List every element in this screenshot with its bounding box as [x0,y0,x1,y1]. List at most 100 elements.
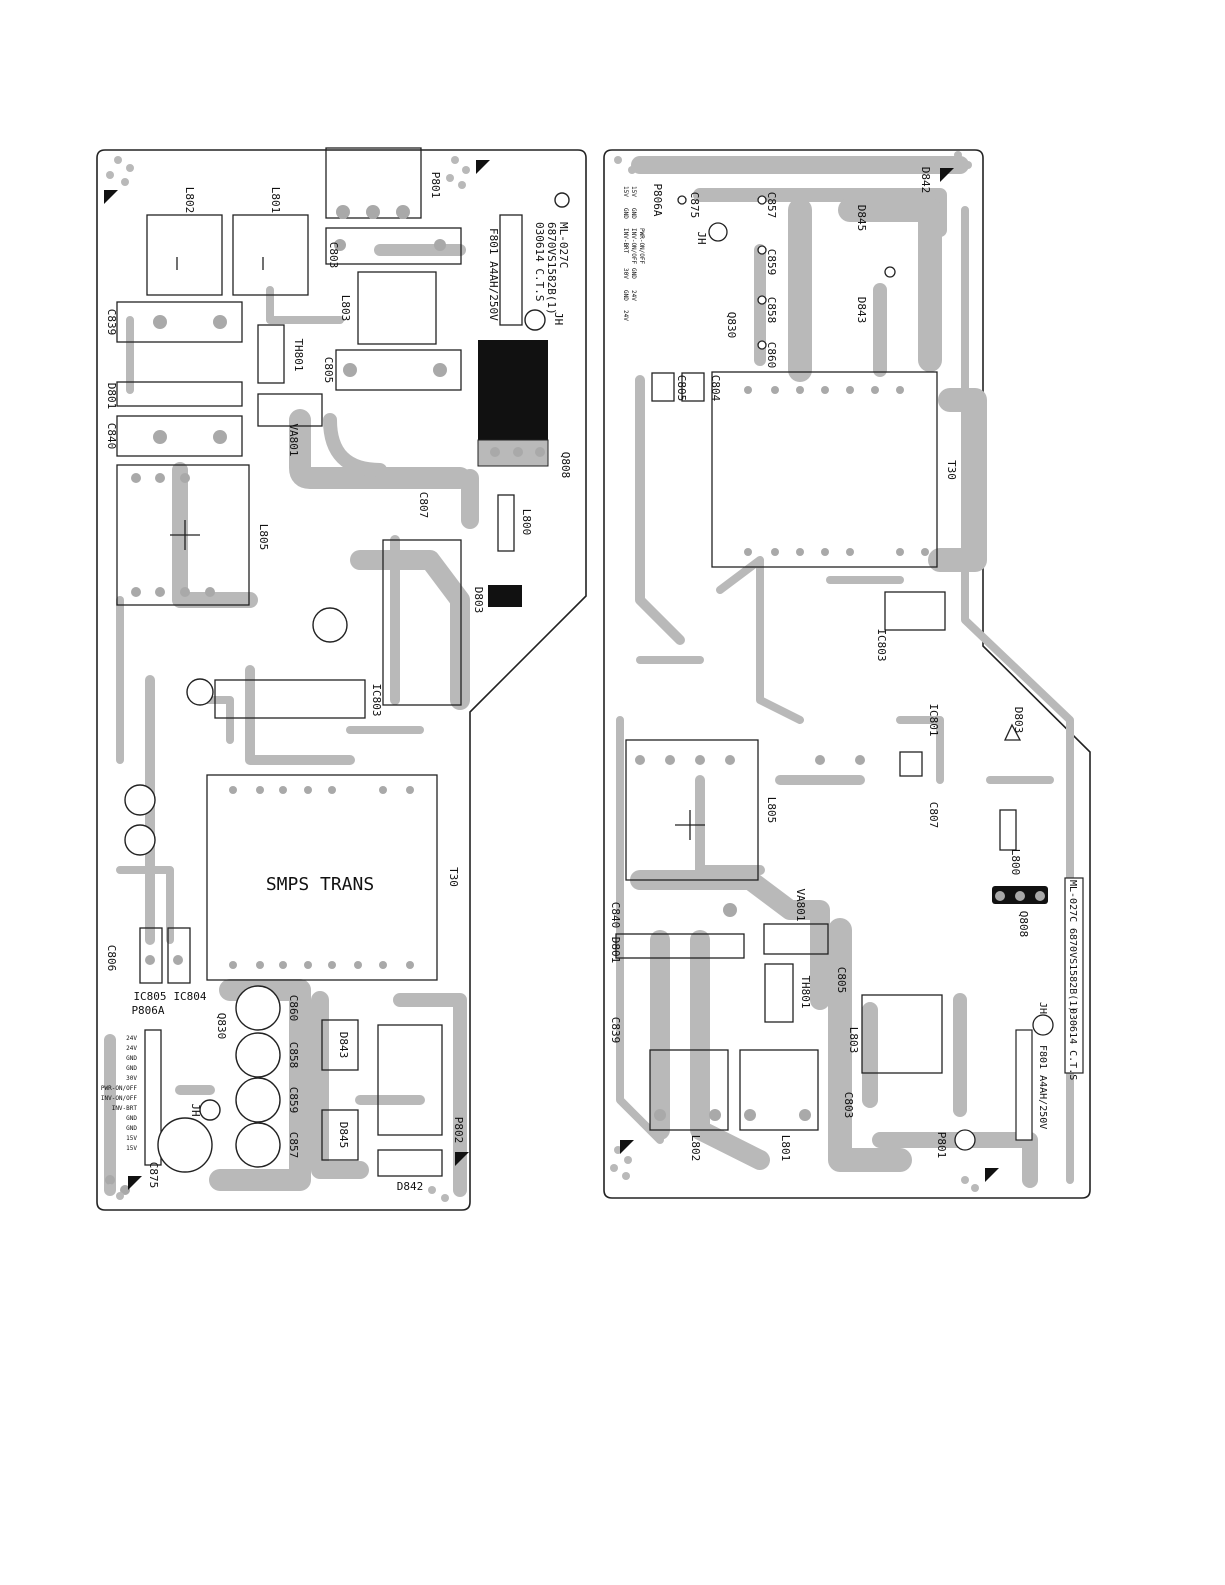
left-c807-outline [382,539,462,706]
pin-label: 15V [126,1145,137,1152]
right-label-c857: C857 [765,192,778,219]
right-mount-marks [620,168,999,1182]
pin-label: 15V [622,186,629,197]
left-label-d801: D801 [105,383,118,410]
pin-label: 15V [630,186,637,197]
left-label-c857: C857 [287,1132,300,1159]
right-label-t30: T30 [945,460,958,480]
left-c840-outline [116,415,243,457]
left-c859-cap [235,1077,281,1123]
left-c857-cap [235,1122,281,1168]
left-c860-cap [235,985,281,1031]
right-label-jh: JH [695,231,708,244]
right-label-c860: C860 [765,342,778,369]
pin-label: INV-ON/OFF [101,1095,138,1102]
left-labels: L802 L801 P801 C803 L803 C839 TH801 C805… [105,172,572,1193]
left-transformer-label: SMPS TRANS [266,874,374,895]
left-jh-label: JH [552,312,565,325]
left-c839-outline [116,301,243,343]
left-d801-outline [116,381,243,407]
right-va801-outline [763,923,829,955]
right-holes [677,195,1054,1151]
left-label-c875: C875 [147,1162,160,1189]
right-label-c804: C804 [709,375,722,402]
right-label-va801: VA801 [794,888,807,921]
left-va801-outline [257,393,323,427]
left-label-th801: TH801 [292,338,305,371]
left-d845-outline [321,1109,359,1161]
left-l800-outline [497,494,515,552]
right-label-l802: L802 [689,1135,702,1162]
left-date-code: 030614 C.T.S [533,222,546,301]
pin-label: 24V [622,310,629,321]
left-label-d843: D843 [337,1032,350,1059]
right-jh-hole-2 [1032,1014,1054,1036]
right-label-d803: D803 [1012,707,1025,734]
pin-label: INV-BRT [622,228,629,254]
left-d842-outline [377,1149,443,1177]
left-label-q830: Q830 [215,1013,228,1040]
right-label-q808: Q808 [1017,911,1030,938]
pin-label: 24V [630,290,637,301]
right-fiducials [610,151,979,1192]
left-label-c859: C859 [287,1087,300,1114]
left-label-p801: P801 [429,172,442,199]
pin-label: INV-ON/OFF [630,228,637,265]
left-l805-outline [116,464,250,606]
right-label-l803: L803 [847,1027,860,1054]
pin-label: 24V [126,1045,137,1052]
left-t30-outline [206,774,438,981]
right-date-code: 030614 C.T.S [1067,1008,1078,1080]
left-label-jh-2: JH [189,1103,202,1116]
pin-label: GND [126,1055,137,1062]
left-fuse-label: F801 A4AH/250V [487,228,500,321]
right-c805-outline [651,372,675,402]
left-label-c839: C839 [105,309,118,336]
left-label-ic804: IC804 [173,990,206,1003]
left-c881-cap [312,607,348,643]
left-label-l801: L801 [269,187,282,214]
right-l801-outline [739,1049,819,1131]
left-label-c807: C807 [417,492,430,519]
left-label-l800: L800 [520,509,533,536]
right-t30-outline [711,371,938,568]
right-label-c803: C803 [842,1092,855,1119]
right-label-c859: C859 [765,249,778,276]
left-label-d803: D803 [472,587,485,614]
right-label-l800: L800 [1009,849,1022,876]
right-l805-outline [625,739,759,881]
left-label-l805: L805 [257,524,270,551]
right-label-q830: Q830 [725,312,738,339]
right-c859-pad [757,245,767,255]
right-board: P806A C875 C857 D842 D845 C859 JH Q830 C… [603,149,1091,1199]
right-d801-outline [615,933,745,959]
pin-label: GND [126,1065,137,1072]
left-c803-outline [325,227,462,265]
left-c805-outline [335,349,462,391]
left-label-p806a: P806A [131,1004,164,1017]
right-c858-pad [757,295,767,305]
right-jh-label: JH [1037,1002,1048,1014]
left-label-ic803: IC803 [370,683,383,716]
left-c875-cap [157,1117,213,1173]
left-c858-cap [235,1032,281,1078]
right-silkscreen [615,371,1022,1131]
left-l802-outline [146,214,223,296]
left-c830-cap [124,824,156,856]
left-ic804-outline [167,927,191,984]
pin-label: GND [622,290,629,301]
right-id-box [1064,877,1084,1074]
pin-label: GND [630,208,637,219]
left-label-d845: D845 [337,1122,350,1149]
right-pcb-code: 6870VS1582B(1) [1067,928,1078,1012]
left-board: L802 L801 P801 C803 L803 C839 TH801 C805… [96,147,587,1211]
right-label-c807: C807 [927,802,940,829]
left-label-l802: L802 [183,187,196,214]
left-label-c805: C805 [322,357,335,384]
left-fuse-body [499,214,523,326]
left-pads [105,205,545,1195]
right-label-d843: D843 [855,297,868,324]
right-c860-pad [757,340,767,350]
left-mount-marks [104,160,490,1190]
